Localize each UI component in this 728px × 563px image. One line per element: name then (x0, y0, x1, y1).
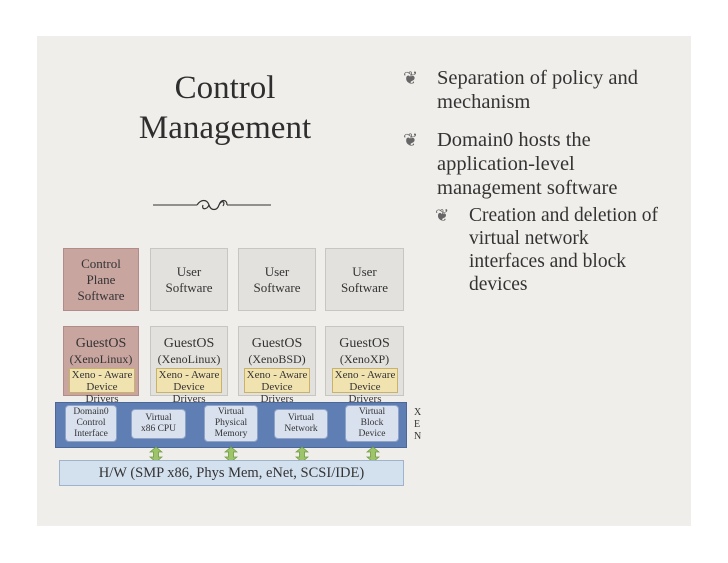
domain0-control-interface-box: Domain0 Control Interface (65, 405, 117, 442)
box-label: Software (253, 279, 301, 295)
xen-box-label: Virtual (287, 413, 315, 423)
sub-bullet-line: devices (469, 274, 528, 295)
xen-box-label: Interface (74, 429, 108, 439)
bullet-marker-icon: ❦ (403, 130, 419, 151)
guestos-label: GuestOS (75, 336, 127, 351)
xen-box-label: Block (360, 418, 384, 428)
user-software-box: User Software (150, 248, 228, 311)
xen-box-label: Control (76, 418, 106, 428)
flourish-ornament (153, 199, 271, 211)
driver-label: Xeno - Aware (71, 369, 133, 381)
xen-box-label: Memory (214, 429, 248, 439)
xen-box-label: Virtual (217, 407, 245, 417)
guestos-sub-label: (XenoLinux) (157, 352, 221, 366)
xen-box-label: Virtual (145, 413, 172, 423)
guestos-label: GuestOS (339, 336, 390, 351)
virtual-cpu-box: Virtual x86 CPU (131, 409, 186, 439)
box-label: Control (81, 255, 121, 271)
virtual-network-box: Virtual Network (274, 409, 328, 439)
xen-letter: E (414, 419, 421, 430)
box-label: User (176, 263, 202, 279)
bullet-2-line: application-level (437, 153, 575, 175)
virtual-memory-box: Virtual Physical Memory (204, 405, 258, 442)
slide-title: Control Management (95, 68, 355, 148)
double-arrow-icon (149, 447, 163, 462)
box-label: Software (165, 279, 213, 295)
xen-box-label: Virtual (358, 407, 386, 417)
guestos-sub-label: (XenoBSD) (248, 352, 306, 366)
sub-bullet-line: Creation and deletion of (469, 205, 658, 226)
bullet-2-line: management software (437, 177, 618, 199)
bullet-marker-icon: ❦ (403, 68, 419, 89)
double-arrow-icon (224, 447, 238, 462)
xen-label: X E N (414, 407, 421, 443)
sub-bullet-line: virtual network (469, 228, 589, 249)
driver-label: Xeno - Aware (334, 369, 396, 381)
guestos-label: GuestOS (163, 336, 215, 351)
bullet-2-line: Domain0 hosts the (437, 129, 591, 151)
title-line-1: Control (174, 70, 276, 106)
control-plane-software-box: Control Plane Software (63, 248, 139, 311)
sub-bullet-line: interfaces and block (469, 251, 627, 272)
user-software-box: User Software (238, 248, 316, 311)
bullet-2: ❦ Domain0 hosts the application-level ma… (395, 128, 695, 200)
bullet-1-line: mechanism (437, 91, 531, 113)
xen-box-label: Device (358, 429, 386, 439)
driver-label: Xeno - Aware (246, 369, 308, 381)
sub-bullet: ❦ Creation and deletion of virtual netwo… (395, 204, 695, 296)
virtual-block-device-box: Virtual Block Device (345, 405, 399, 442)
guestos-sub-label: (XenoLinux) (69, 352, 133, 366)
double-arrow-icon (366, 447, 380, 462)
title-line-2: Management (138, 110, 312, 146)
xen-box-label: x86 CPU (140, 424, 177, 434)
device-drivers-box: Xeno - Aware Device Drivers (156, 368, 222, 405)
guestos-label: GuestOS (251, 336, 303, 351)
device-drivers-box: Xeno - Aware Device Drivers (244, 368, 310, 405)
xen-letter: X (414, 407, 422, 418)
xen-letter: N (414, 431, 422, 442)
box-label: Plane (86, 271, 116, 287)
device-drivers-box: Xeno - Aware Device Drivers (332, 368, 398, 405)
box-label: User (352, 263, 377, 279)
box-label: User (264, 263, 290, 279)
double-arrow-icon (295, 447, 309, 462)
xen-box-label: Network (284, 424, 318, 434)
user-software-box: User Software (325, 248, 404, 311)
bullet-1-line: Separation of policy and (437, 67, 638, 89)
bullet-marker-icon: ❦ (435, 206, 450, 226)
xen-box-label: Physical (214, 418, 248, 428)
guestos-sub-label: (XenoXP) (339, 352, 390, 366)
xen-box-label: Domain0 (73, 407, 109, 417)
device-drivers-box: Xeno - Aware Device Drivers (69, 368, 135, 405)
driver-label: Xeno - Aware (158, 369, 220, 381)
hardware-layer: H/W (SMP x86, Phys Mem, eNet, SCSI/IDE) (59, 460, 404, 486)
bullet-list: ❦ Separation of policy and mechanism ❦ D… (395, 66, 695, 296)
box-label: Software (77, 287, 125, 303)
bullet-1: ❦ Separation of policy and mechanism (395, 66, 695, 114)
box-label: Software (341, 279, 388, 295)
